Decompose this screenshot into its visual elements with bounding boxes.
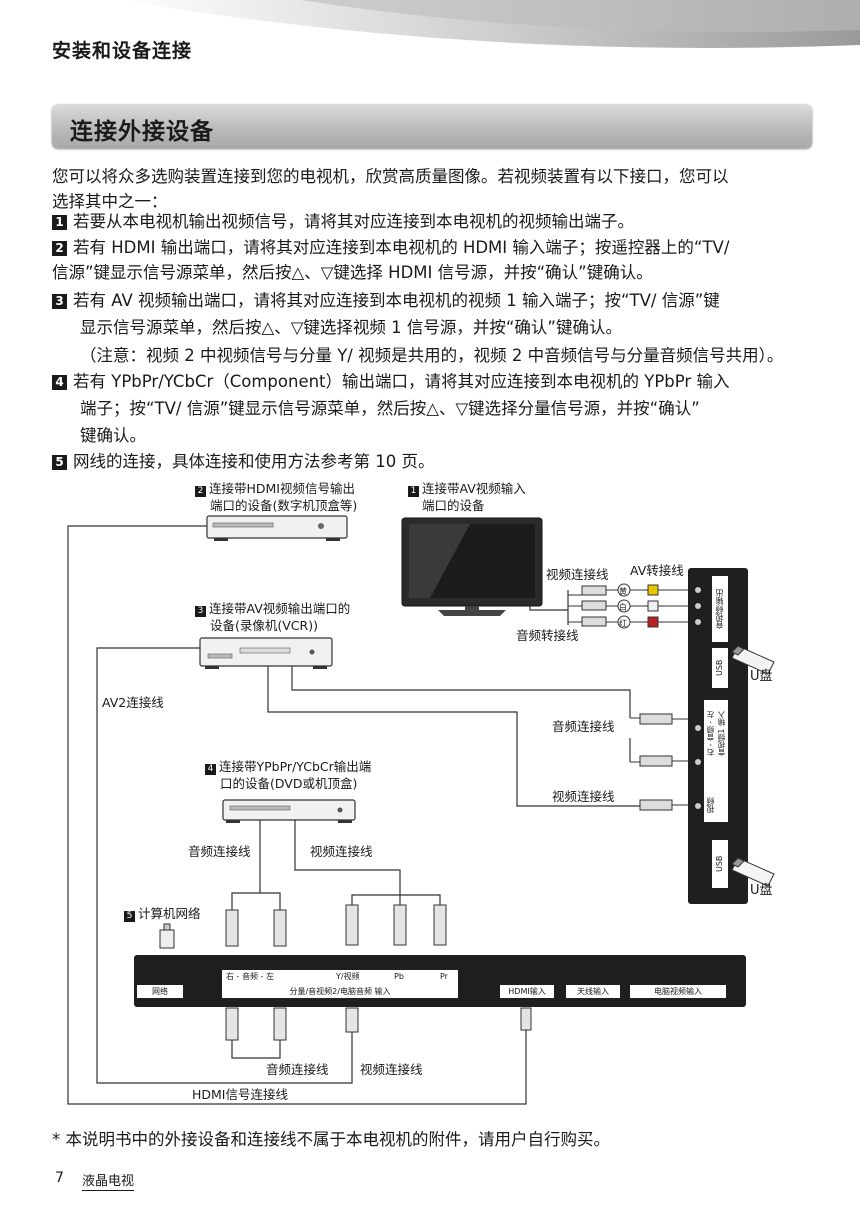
item-3: 3 若有 AV 视频输出端口，请将其对应连接到本电视机的视频 1 输入端子；按“T… bbox=[52, 287, 720, 314]
item-4: 4 若有 YPbPr/YCbCr（Component）输出端口，请将其对应连接到本… bbox=[52, 368, 729, 395]
av-adapter-label: AV转接线 bbox=[630, 563, 684, 578]
device-label-line-1: 连接带AV视频输入 bbox=[422, 481, 526, 496]
bottom-antenna-in: 天线输入 bbox=[577, 987, 609, 996]
device-label-line-1: 连接带AV视频输出端口的 bbox=[209, 601, 351, 616]
side-video: 视频 bbox=[706, 797, 715, 813]
item-text: 若有 AV 视频输出端口，请将其对应连接到本电视机的视频 1 输入端子；按“TV… bbox=[73, 291, 720, 310]
device-4-label-line-2: 口的设备(DVD或机顶盒) bbox=[220, 776, 358, 791]
bottom-audio-lr: 右 - 音频 - 左 bbox=[226, 972, 274, 981]
bottom-panel bbox=[134, 955, 746, 1007]
bottom-hdmi-in: HDMI输入 bbox=[508, 987, 546, 996]
usb-drives bbox=[731, 645, 775, 887]
device-label-line-1: 连接带YPbPr/YCbCr输出端 bbox=[219, 759, 372, 774]
item-3-line-2: 显示信号源菜单，然后按△、▽键选择视频 1 信号源，并按“确认”键确认。 bbox=[80, 318, 622, 337]
item-3-note: （注意：视频 2 中视频信号与分量 Y/ 视频是共用的，视频 2 中音频信号与分… bbox=[80, 346, 784, 365]
av-adapter-plugs bbox=[568, 583, 688, 629]
bottom-panel-plugs bbox=[225, 904, 532, 1041]
vcr bbox=[199, 637, 333, 669]
bottom-network: 网络 bbox=[152, 987, 168, 996]
audio-cable-label-dvd: 音频连接线 bbox=[188, 844, 251, 859]
audio-cable-label-side: 音频连接线 bbox=[552, 719, 615, 734]
page-number: 7 bbox=[55, 1170, 64, 1186]
video-cable-label-bottom: 视频连接线 bbox=[360, 1062, 423, 1077]
intro-line-2: 选择其中之一： bbox=[52, 192, 168, 211]
device-2-label-line-2: 端口的设备(数字机顶盒等) bbox=[210, 498, 358, 513]
color-yellow: 黄 bbox=[619, 587, 627, 596]
section-title: 连接外接设备 bbox=[70, 119, 214, 145]
bottom-pr: Pr bbox=[440, 972, 448, 981]
audio-adapter-label: 音频转接线 bbox=[516, 628, 579, 643]
bottom-y-video: Y/视频 bbox=[336, 972, 360, 981]
header-title: 安装和设备连接 bbox=[52, 40, 193, 62]
device-number: 2 bbox=[195, 486, 206, 497]
item-number: 3 bbox=[52, 294, 67, 309]
bottom-pb: Pb bbox=[394, 972, 404, 981]
item-2-line-2: 信源”键显示信号源菜单，然后按△、▽键选择 HDMI 信号源，并按“确认”键确认… bbox=[52, 263, 653, 282]
video-cable-label-top: 视频连接线 bbox=[546, 567, 609, 582]
hdmi-cable-label: HDMI信号连接线 bbox=[192, 1087, 288, 1102]
device-label-line-1: 连接带HDMI视频信号输出 bbox=[209, 481, 355, 496]
side-av1-audio: 右 - 音频 - 左 bbox=[706, 711, 715, 757]
side-av1-title: 音视频1 输入 bbox=[717, 711, 726, 757]
side-plugs bbox=[630, 713, 688, 811]
item-text: 若有 HDMI 输出端口，请将其对应连接到本电视机的 HDMI 输入端子；按遥控… bbox=[73, 238, 730, 257]
item-4-line-3: 键确认。 bbox=[80, 426, 146, 445]
device-number: 5 bbox=[124, 911, 135, 922]
item-number: 4 bbox=[52, 375, 67, 390]
device-number: 4 bbox=[205, 764, 216, 775]
video-cable-label-side: 视频连接线 bbox=[552, 789, 615, 804]
network-plug bbox=[159, 923, 175, 949]
television bbox=[401, 517, 543, 616]
page-name: 液晶电视 bbox=[82, 1170, 135, 1191]
av2-cable-label: AV2连接线 bbox=[102, 695, 164, 710]
item-number: 5 bbox=[52, 455, 67, 470]
item-text: 若要从本电视机输出视频信号，请将其对应连接到本电视机的视频输出端子。 bbox=[73, 212, 634, 231]
device-label-line-1: 计算机网络 bbox=[138, 906, 201, 921]
item-4-line-2: 端子；按“TV/ 信源”键显示信号源菜单，然后按△、▽键选择分量信号源，并按“确… bbox=[80, 399, 700, 418]
item-2: 2 若有 HDMI 输出端口，请将其对应连接到本电视机的 HDMI 输入端子；按遥… bbox=[52, 234, 729, 261]
bottom-component-caption: 分量/音视频2/电脑音频 输入 bbox=[289, 987, 391, 996]
device-number: 1 bbox=[408, 486, 419, 497]
set-top-box bbox=[206, 515, 348, 541]
footnote: * 本说明书中的外接设备和连接线不属于本电视机的附件，请用户自行购买。 bbox=[52, 1130, 610, 1149]
side-usb-top: USB bbox=[715, 659, 724, 677]
device-1-label-line-2: 端口的设备 bbox=[422, 498, 485, 513]
color-red: 红 bbox=[619, 619, 627, 628]
item-5: 5 网线的连接，具体连接和使用方法参考第 10 页。 bbox=[52, 448, 435, 475]
color-white: 白 bbox=[619, 603, 627, 612]
device-number: 3 bbox=[195, 606, 206, 617]
item-number: 2 bbox=[52, 241, 67, 256]
connection-diagram bbox=[67, 515, 775, 1105]
side-audio-video-out: 音视频输出 bbox=[715, 589, 724, 629]
item-text: 网线的连接，具体连接和使用方法参考第 10 页。 bbox=[73, 452, 435, 471]
item-text: 若有 YPbPr/YCbCr（Component）输出端口，请将其对应连接到本电… bbox=[73, 372, 730, 391]
header-swoosh bbox=[120, 0, 860, 48]
item-number: 1 bbox=[52, 215, 67, 230]
device-3-label-line-2: 设备(录像机(VCR)) bbox=[210, 618, 318, 633]
dvd-player bbox=[222, 799, 356, 823]
section-title-bar bbox=[52, 104, 812, 148]
item-1: 1 若要从本电视机输出视频信号，请将其对应连接到本电视机的视频输出端子。 bbox=[52, 208, 634, 235]
video-cable-label-dvd: 视频连接线 bbox=[310, 844, 373, 859]
usb-drive-label-top: U盘 bbox=[750, 669, 773, 684]
side-usb-bottom: USB bbox=[715, 855, 724, 873]
intro-line-1: 您可以将众多选购装置连接到您的电视机，欣赏高质量图像。若视频装置有以下接口，您可… bbox=[52, 167, 729, 186]
audio-cable-label-bottom: 音频连接线 bbox=[266, 1062, 329, 1077]
bottom-pc-video-in: 电脑视频输入 bbox=[654, 987, 702, 996]
usb-drive-label-bottom: U盘 bbox=[750, 883, 773, 898]
